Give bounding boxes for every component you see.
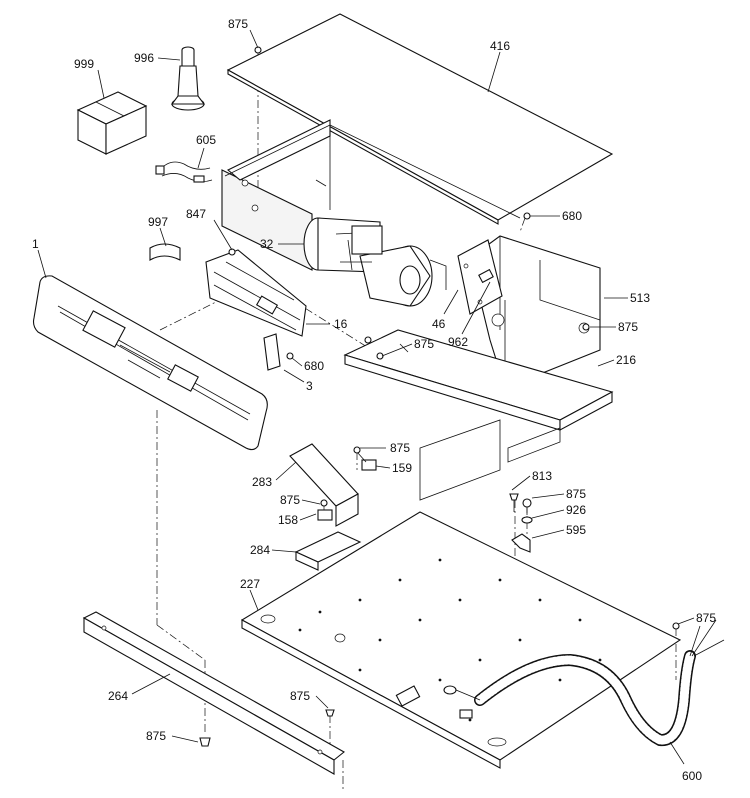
callout-159: 159 [392, 461, 412, 475]
callout-46: 46 [432, 317, 446, 331]
callout-264: 264 [108, 689, 128, 703]
washer-part-926 [521, 516, 533, 524]
wire-harness-part-605 [155, 161, 213, 183]
screw-part-875e [509, 493, 519, 512]
base-plate-part-227 [240, 511, 682, 769]
callout-813: 875 [566, 487, 586, 501]
callout-416: 416 [490, 39, 510, 53]
callout-875: 875 [228, 17, 248, 31]
clip-part-997 [149, 243, 181, 261]
callout-595: 595 [566, 523, 586, 537]
front-rail-part-264 [82, 611, 345, 775]
callout-926: 926 [566, 503, 586, 517]
callout-997: 997 [148, 215, 168, 229]
bracket-part-284 [294, 531, 362, 571]
callout-847: 847 [186, 207, 206, 221]
callout-875: 875 [146, 729, 166, 743]
carton-part-999 [76, 91, 148, 155]
callout-875: 875 [618, 320, 638, 334]
leader-lines [37, 29, 695, 765]
mounting-part-996 [170, 46, 206, 111]
screw-part-875 [199, 46, 680, 747]
callout-284: 284 [250, 543, 270, 557]
control-panel-part-1 [32, 275, 268, 451]
conduit-part-600 [443, 619, 725, 746]
callout-158: 158 [278, 513, 298, 527]
callout-600: 600 [682, 769, 702, 783]
top-cover-part-416 [226, 13, 614, 225]
enclosure-frame-part-513 [221, 119, 601, 389]
screw-part-813 [522, 498, 532, 515]
callout-16: 16 [334, 317, 348, 331]
callout-999: 999 [74, 57, 94, 71]
callout-216: 216 [616, 353, 636, 367]
callout-875: 875 [696, 611, 716, 625]
front-trim-part-216 [343, 329, 614, 501]
thermostat-part-159 [356, 451, 377, 471]
callout-3: 3 [306, 379, 313, 393]
callout-680: 680 [304, 359, 324, 373]
electronic-control-part-16 [205, 249, 307, 337]
callout-283: 283 [252, 475, 272, 489]
callout-680: 680 [562, 209, 582, 223]
callout-labels: 875 416 999 996 605 997 847 1 32 680 513… [32, 17, 716, 783]
callout-605: 605 [196, 133, 216, 147]
bracket-part-283 [289, 443, 359, 527]
callout-1: 1 [32, 237, 39, 251]
callout-875: 875 [390, 441, 410, 455]
bracket-part-3 [263, 333, 281, 371]
callout-875: 813 [532, 469, 552, 483]
callout-875: 875 [290, 689, 310, 703]
callout-32: 32 [260, 237, 274, 251]
callout-962: 962 [448, 335, 468, 349]
callout-875: 875 [280, 493, 300, 507]
control-board-part-46 [457, 239, 503, 315]
blower-assembly-part-32 [303, 217, 447, 307]
callout-513: 513 [630, 291, 650, 305]
callout-227: 227 [240, 577, 260, 591]
callout-875: 875 [414, 337, 434, 351]
clamp-part-595 [511, 533, 531, 553]
callout-996: 996 [134, 51, 154, 65]
